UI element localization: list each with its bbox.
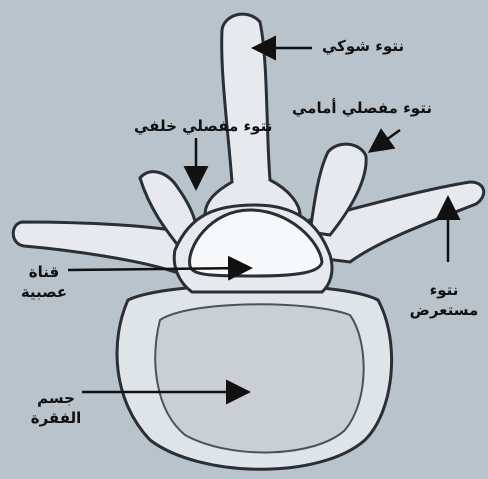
label-anterior-articular: نتوء مفصلي أمامي: [292, 98, 432, 118]
label-body-line2: الفقرة: [28, 408, 84, 428]
label-canal-line1: قناة: [18, 262, 70, 282]
label-posterior-articular: نتوء مفصلي خلفي: [134, 116, 272, 136]
label-canal-line2: عصبية: [18, 282, 70, 302]
label-transverse-process: نتوء مستعرض: [404, 280, 484, 320]
label-body-line1: جسم: [28, 388, 84, 408]
arrow-anterior-articular: [372, 130, 400, 150]
label-transverse-line2: مستعرض: [404, 300, 484, 320]
label-spinous-process: نتوء شوكي: [322, 36, 404, 56]
vertebral-body-inner: [155, 304, 363, 452]
label-transverse-line1: نتوء: [404, 280, 484, 300]
spinous-process: [205, 14, 300, 215]
label-vertebral-body: جسم الفقرة: [28, 388, 84, 428]
label-neural-canal: قناة عصبية: [18, 262, 70, 302]
